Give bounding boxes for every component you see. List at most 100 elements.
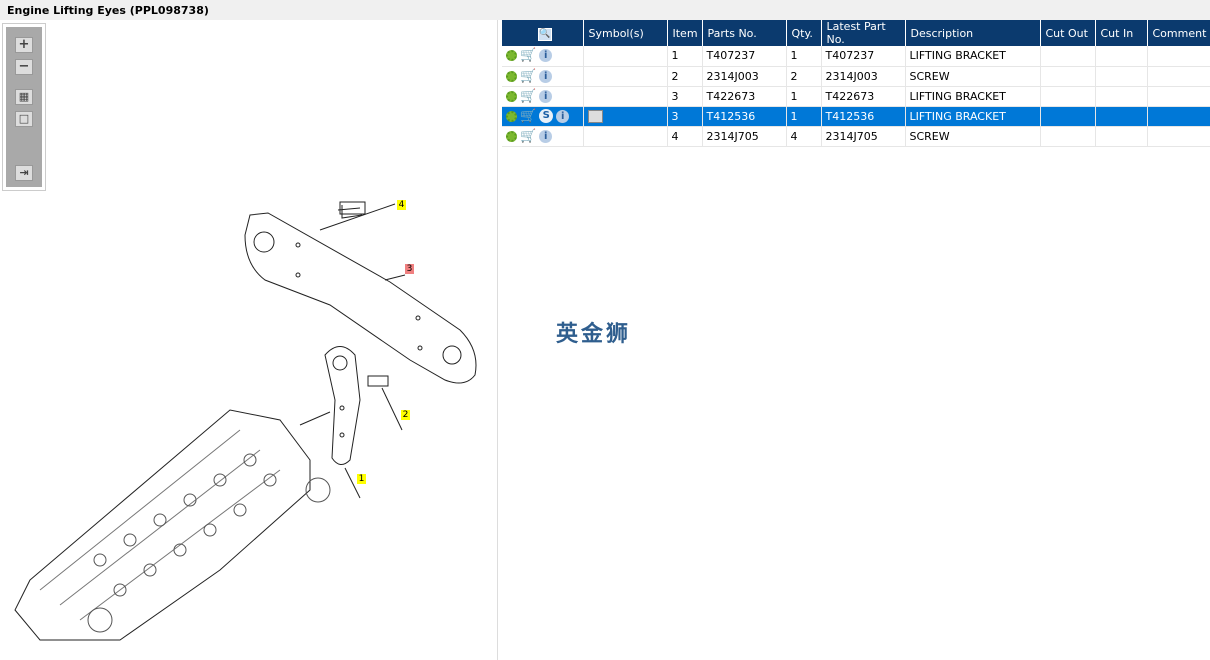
row-actions: 🛒i [502,46,584,67]
table-row[interactable]: 🛒i 3 T422673 1 T422673 LIFTING BRACKET [502,86,1210,107]
description-cell: LIFTING BRACKET [905,86,1041,107]
parts-panel: 🔍 Symbol(s) Item Parts No. Qty. Latest P… [502,20,1210,660]
callout-4[interactable]: 4 [397,200,406,210]
callout-3[interactable]: 3 [405,264,414,274]
item-cell: 4 [667,126,703,147]
info-icon[interactable]: i [556,109,570,123]
parts-no-cell[interactable]: T407237 [702,46,787,67]
diagram-toolbar: + − ▦ □ ⇥ [2,23,46,191]
cut-out-cell [1040,86,1096,107]
settings-gear-icon[interactable] [506,130,517,142]
cart-icon[interactable]: 🛒 [520,48,537,64]
symbols-cell [583,66,668,87]
comment-cell [1147,46,1210,67]
magnifier-icon[interactable]: 🔍 [537,27,552,41]
info-icon[interactable]: i [539,129,553,143]
col-cut-out[interactable]: Cut Out [1040,20,1096,46]
cart-icon[interactable]: 🛒 [520,88,537,104]
symbols-cell [583,106,668,127]
cut-in-cell [1095,66,1148,87]
cart-icon[interactable]: 🛒 [520,128,537,144]
table-row[interactable]: 🛒i 2 2314J003 2 2314J003 SCREW [502,66,1210,87]
comment-cell [1147,106,1210,127]
item-cell: 3 [667,86,703,107]
zoom-in-button[interactable]: + [15,37,33,53]
comment-cell [1147,66,1210,87]
symbols-cell [583,46,668,67]
parts-no-cell[interactable]: 2314J003 [702,66,787,87]
symbols-cell [583,126,668,147]
symbols-cell [583,86,668,107]
callout-1[interactable]: 1 [357,474,366,484]
fit-view-button[interactable]: ▦ [15,89,33,105]
search-column-header[interactable]: 🔍 [502,20,584,46]
cart-icon[interactable]: 🛒 [520,108,537,124]
row-actions: 🛒i [502,86,584,107]
qty-cell: 2 [786,66,822,87]
cut-in-cell [1095,126,1148,147]
parts-table: 🔍 Symbol(s) Item Parts No. Qty. Latest P… [502,20,1210,147]
latest-part-no-cell[interactable]: T407237 [821,46,906,67]
info-icon[interactable]: i [539,89,553,103]
diagram-panel[interactable]: 4 3 2 1 + − ▦ □ ⇥ [0,20,498,660]
latest-part-no-cell[interactable]: T412536 [821,106,906,127]
export-button[interactable]: ⇥ [15,165,33,181]
col-comment[interactable]: Comment [1147,20,1210,46]
description-cell: LIFTING BRACKET [905,106,1041,127]
item-cell: 2 [667,66,703,87]
cut-out-cell [1040,106,1096,127]
parts-no-cell[interactable]: T412536 [702,106,787,127]
comment-cell [1147,126,1210,147]
col-parts-no[interactable]: Parts No. [702,20,787,46]
col-cut-in[interactable]: Cut In [1095,20,1148,46]
table-header: 🔍 Symbol(s) Item Parts No. Qty. Latest P… [502,20,1210,46]
cart-icon[interactable]: 🛒 [520,68,537,84]
settings-gear-icon[interactable] [506,70,517,82]
col-latest-part-no[interactable]: Latest Part No. [821,20,906,46]
page-title: Engine Lifting Eyes (PPL098738) [0,0,1210,20]
row-actions: 🛒i [502,126,584,147]
settings-gear-icon[interactable] [506,50,517,62]
view-book-icon[interactable] [587,109,603,123]
qty-cell: 1 [786,86,822,107]
item-cell: 1 [667,46,703,67]
cut-out-cell [1040,46,1096,67]
latest-part-no-cell[interactable]: 2314J003 [821,66,906,87]
col-symbols[interactable]: Symbol(s) [583,20,668,46]
qty-cell: 1 [786,106,822,127]
cut-in-cell [1095,46,1148,67]
col-qty[interactable]: Qty. [786,20,822,46]
callout-2[interactable]: 2 [401,410,410,420]
cut-out-cell [1040,66,1096,87]
comment-cell [1147,86,1210,107]
description-cell: SCREW [905,66,1041,87]
cut-in-cell [1095,86,1148,107]
exploded-diagram [14,201,477,641]
cut-in-cell [1095,106,1148,127]
zoom-out-button[interactable]: − [15,59,33,75]
qty-cell: 1 [786,46,822,67]
col-description[interactable]: Description [905,20,1041,46]
table-row[interactable]: 🛒i 4 2314J705 4 2314J705 SCREW [502,126,1210,147]
qty-cell: 4 [786,126,822,147]
col-item[interactable]: Item [667,20,703,46]
parts-no-cell[interactable]: 2314J705 [702,126,787,147]
settings-gear-icon[interactable] [506,110,517,122]
actual-size-button[interactable]: □ [15,111,33,127]
info-icon[interactable]: i [539,69,553,83]
item-cell: 3 [667,106,703,127]
cut-out-cell [1040,126,1096,147]
parts-no-cell[interactable]: T422673 [702,86,787,107]
table-row[interactable]: 🛒i 1 T407237 1 T407237 LIFTING BRACKET [502,46,1210,67]
description-cell: SCREW [905,126,1041,147]
latest-part-no-cell[interactable]: T422673 [821,86,906,107]
settings-gear-icon[interactable] [506,90,517,102]
watermark: 英金狮 [556,322,632,347]
supersession-icon[interactable]: S [539,109,554,123]
description-cell: LIFTING BRACKET [905,46,1041,67]
info-icon[interactable]: i [539,49,553,63]
latest-part-no-cell[interactable]: 2314J705 [821,126,906,147]
row-actions: 🛒i [502,66,584,87]
